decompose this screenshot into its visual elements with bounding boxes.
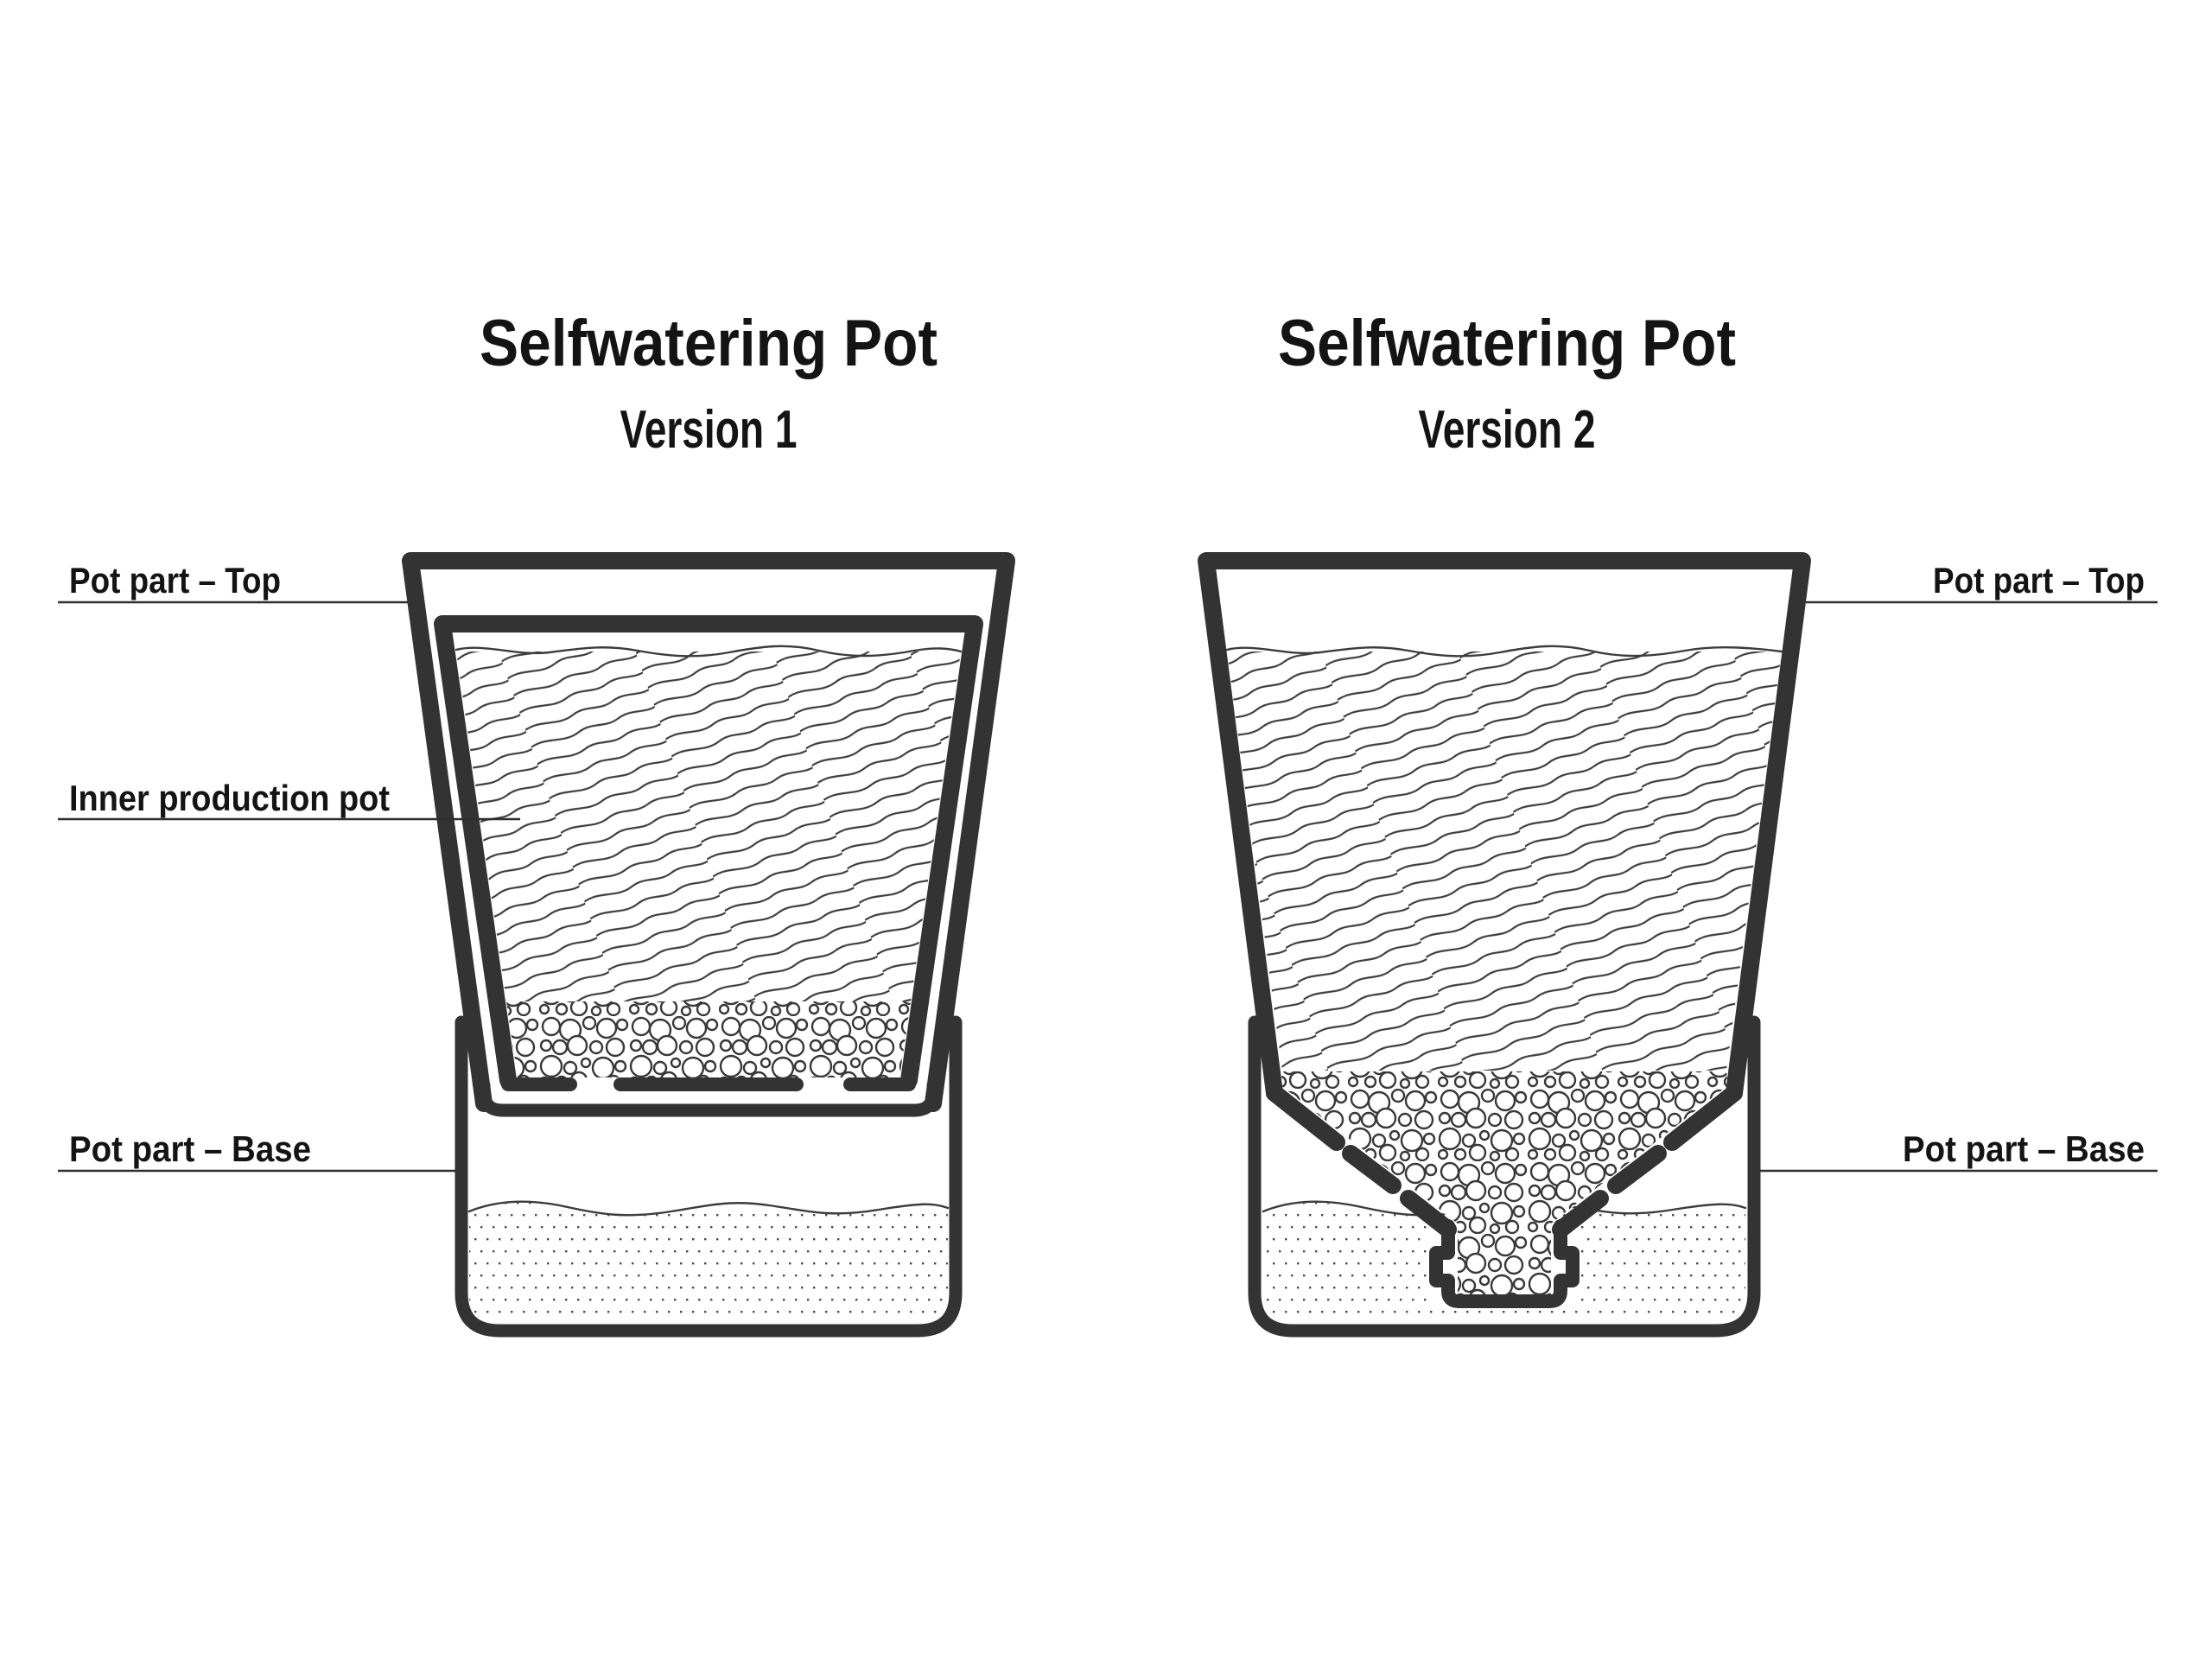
version1-diagram: Selfwatering Pot Version 1 Pot part – To… (58, 307, 1015, 1338)
page-title: Selfwatering Pot (480, 307, 938, 380)
wick-stem-shape (1429, 1219, 1580, 1308)
soil-fill (1227, 652, 1782, 1071)
label-pot-base: Pot part – Base (69, 1128, 311, 1169)
label-inner-pot: Inner production pot (69, 778, 390, 818)
pebble-layer (1281, 1071, 1728, 1294)
soil-surface-line (454, 645, 963, 658)
version2-diagram: Selfwatering Pot Version 2 Po (1198, 307, 2158, 1338)
pebble-layer (506, 1001, 911, 1077)
water-fill (469, 1201, 948, 1322)
label-pot-base: Pot part – Base (1903, 1128, 2145, 1169)
version-subtitle: Version 2 (1419, 400, 1596, 460)
pot-shape (1198, 552, 1811, 1102)
soil-fill (456, 652, 961, 1001)
outer-pot-shape (402, 552, 1015, 1112)
water-surface-line (467, 1200, 950, 1217)
base-container-shape (1248, 1015, 1761, 1338)
label-pot-top: Pot part – Top (69, 560, 281, 601)
base-container-shape (454, 1015, 963, 1338)
soil-surface-line (1225, 645, 1783, 658)
label-pot-top: Pot part – Top (1933, 560, 2145, 601)
page-title: Selfwatering Pot (1278, 307, 1736, 380)
inner-pot-shape (434, 615, 983, 1089)
version-subtitle: Version 1 (620, 400, 798, 460)
